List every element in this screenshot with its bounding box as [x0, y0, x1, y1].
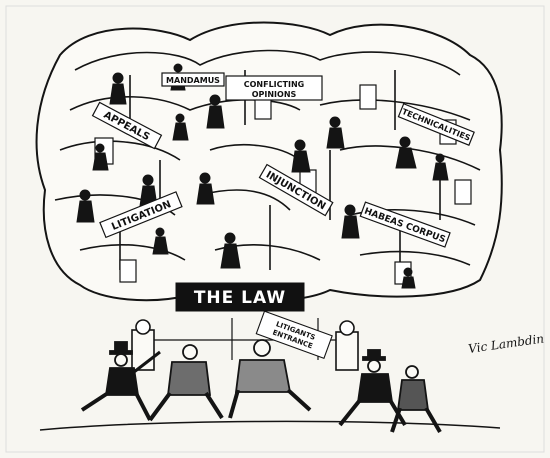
sign-conflicting-line2: OPINIONS	[252, 90, 297, 99]
maze-figures	[76, 63, 449, 289]
ground-line	[39, 420, 501, 431]
the-law-banner: THE LAW	[175, 282, 305, 312]
maze-outer-wall	[35, 21, 503, 303]
sign-mandamus-text: MANDAMUS	[166, 76, 220, 85]
sign-conflicting-line1: CONFLICTING	[244, 80, 304, 89]
foreground-litigants	[80, 339, 442, 434]
sign-mandamus: MANDAMUS	[161, 72, 225, 87]
the-law-title: THE LAW	[194, 288, 286, 308]
sign-conflicting-opinions: CONFLICTING OPINIONS	[225, 75, 323, 101]
